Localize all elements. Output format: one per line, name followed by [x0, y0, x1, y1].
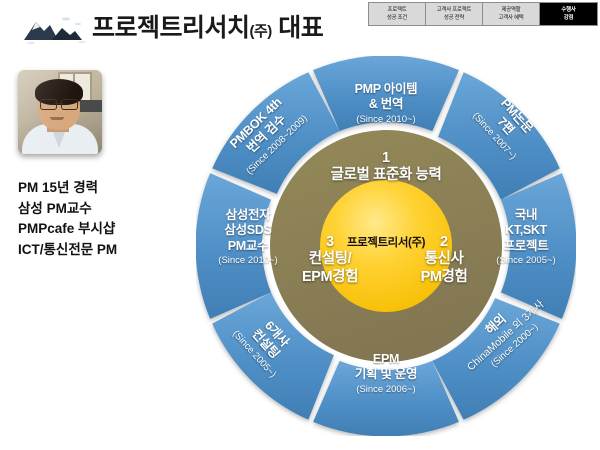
- profile-photo: [18, 70, 102, 154]
- nav-tab-vendor-strength[interactable]: 수행사 강점: [540, 3, 597, 25]
- outer-segment-consulting[interactable]: [212, 292, 334, 420]
- page-title-suffix: (주): [249, 23, 273, 40]
- page-header: 프로젝트리서치(주) 대표 프로젝트 성공 조건 고객사 프로젝트 성공 전략 …: [0, 0, 600, 52]
- outer-segment-pmp-item[interactable]: [313, 56, 459, 132]
- mountain-logo-icon: [22, 14, 88, 46]
- profile-line-ict: ICT/통신전문 PM: [18, 241, 118, 257]
- outer-segment-pmbok-translation[interactable]: [212, 72, 340, 194]
- nav-tab-role-and-benefit[interactable]: 제공역할 고객사 혜택: [483, 3, 540, 25]
- profile-credentials: PM 15년 경력 삼성 PM교수 PMPcafe 부시샵 ICT/통신전문 P…: [18, 178, 208, 260]
- outer-segment-epm[interactable]: [313, 360, 459, 436]
- profile-line-career: PM 15년 경력: [18, 180, 99, 195]
- outer-segment-samsung-professor[interactable]: [196, 173, 272, 319]
- nav-tab-line1: 프로젝트: [387, 6, 407, 13]
- outer-ring-segments: [196, 56, 576, 436]
- nav-tab-line2: 강점: [563, 15, 574, 21]
- nav-tab-line2: 성공 전략: [443, 15, 465, 21]
- outer-segment-pm-papers[interactable]: [438, 72, 560, 200]
- nav-tab-project-success-condition[interactable]: 프로젝트 성공 조건: [369, 3, 426, 25]
- profile-line-samsung: 삼성 PM교수: [18, 200, 92, 216]
- outer-segment-overseas[interactable]: [432, 298, 560, 420]
- page-title-tail: 대표: [271, 14, 324, 42]
- nav-tabs: 프로젝트 성공 조건 고객사 프로젝트 성공 전략 제공역할 고객사 혜택 수행…: [368, 2, 598, 26]
- capability-donut-chart: PMP 아이템 & 번역 (Since 2010~) PM논문 7편 (Sinc…: [196, 56, 576, 436]
- nav-tab-line1: 고객사 프로젝트: [436, 6, 472, 13]
- page-title-main: 프로젝트리서치: [92, 14, 250, 42]
- nav-tab-line1: 수행사: [561, 6, 576, 13]
- profile-line-pmpcafe: PMPcafe 부시샵: [18, 221, 116, 237]
- donut-svg: [196, 56, 576, 436]
- nav-tab-client-project-strategy[interactable]: 고객사 프로젝트 성공 전략: [426, 3, 483, 25]
- page-title: 프로젝트리서치(주) 대표: [92, 8, 324, 44]
- nav-tab-line2: 고객사 혜택: [498, 15, 524, 21]
- nav-tab-line1: 제공역할: [501, 6, 521, 13]
- center-circle: [320, 180, 452, 312]
- outer-segment-domestic-kt-skt[interactable]: [500, 173, 576, 319]
- profile-block: PM 15년 경력 삼성 PM교수 PMPcafe 부시샵 ICT/통신전문 P…: [18, 70, 208, 260]
- nav-tab-line2: 성공 조건: [386, 15, 408, 21]
